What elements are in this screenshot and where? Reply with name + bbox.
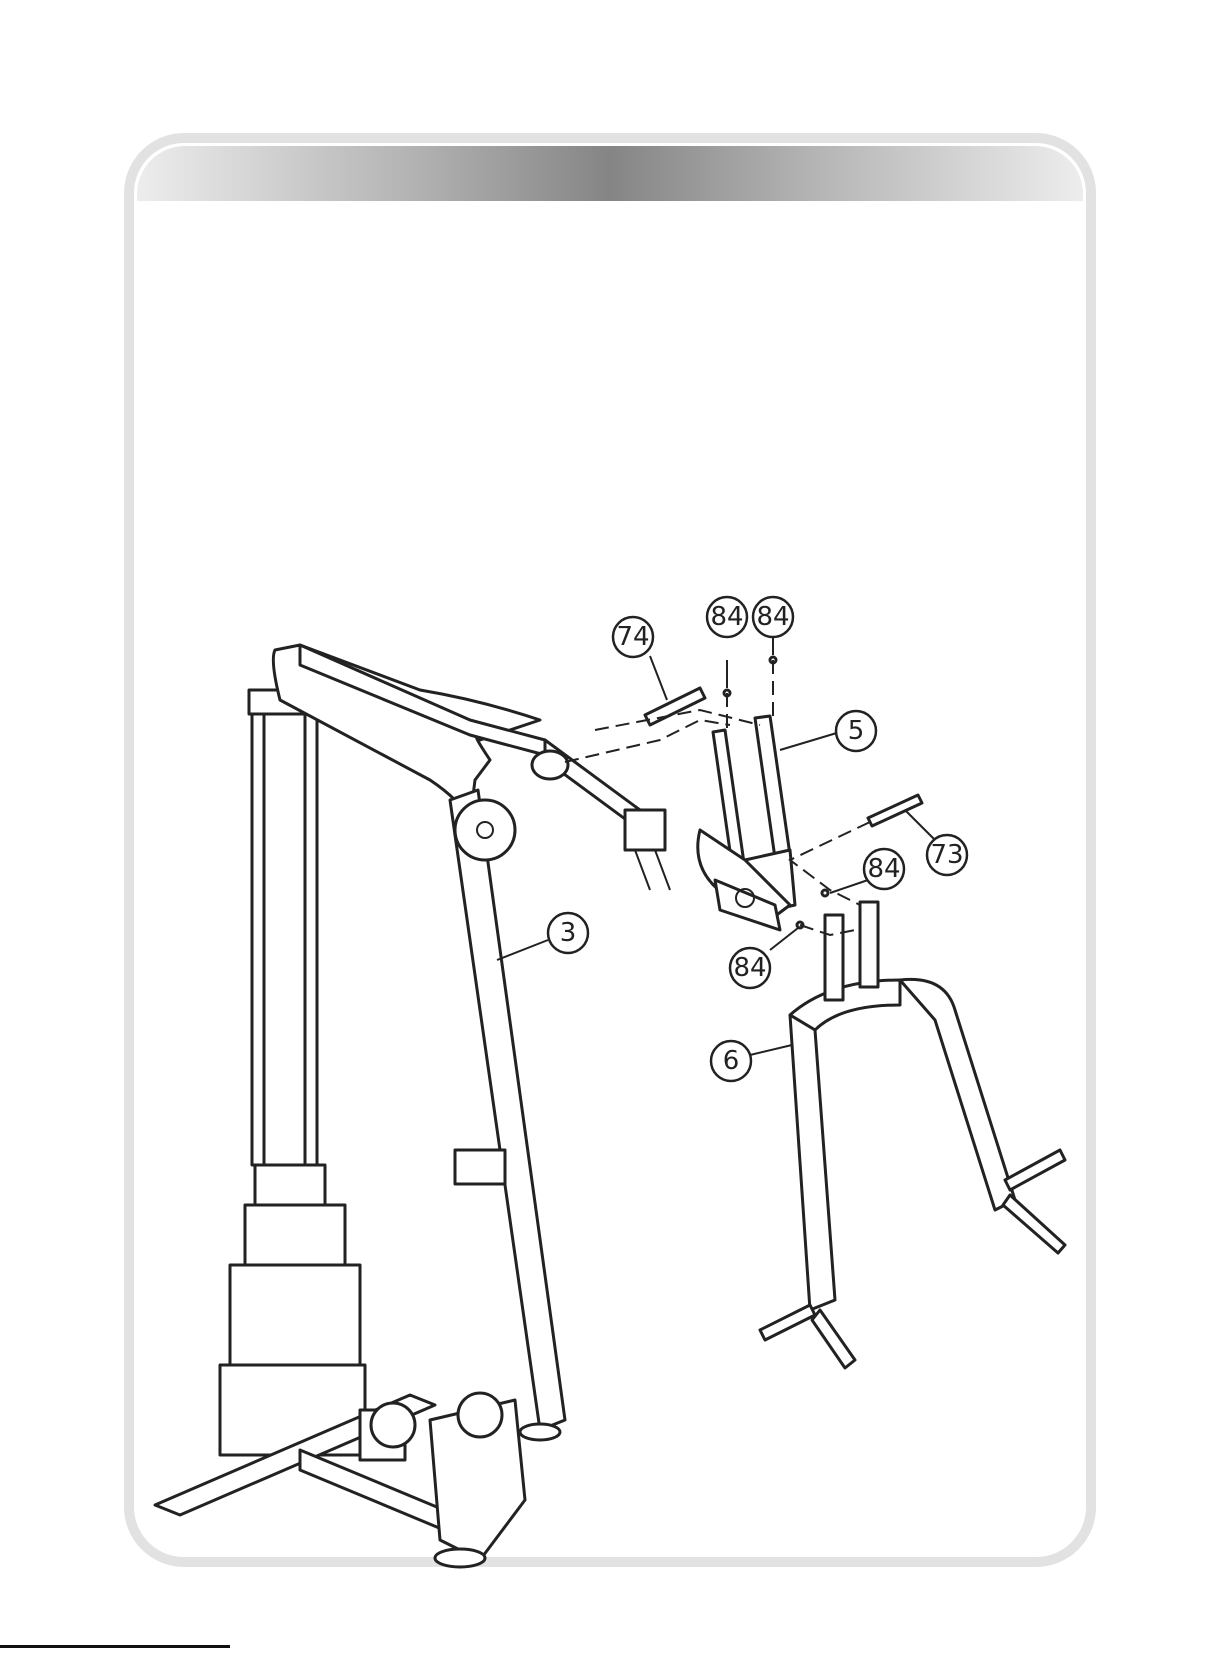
leader-74	[650, 656, 667, 700]
frame-6-right-leg	[900, 979, 1015, 1210]
callout-6: 6	[711, 1041, 751, 1081]
callout-84a-label: 84	[710, 602, 743, 632]
frame-6-top-bar	[790, 980, 900, 1030]
callout-73: 73	[927, 835, 967, 875]
post-bracket	[455, 1150, 505, 1184]
callout-84-top-left: 84	[707, 597, 747, 637]
plate-foot	[435, 1549, 485, 1567]
bracket-arm-right	[755, 716, 790, 858]
leader-3	[497, 940, 548, 960]
screw-84c	[822, 890, 828, 896]
weight-stack-upper	[245, 1205, 345, 1265]
leader-84d	[770, 928, 798, 950]
callout-84b-label: 84	[756, 602, 789, 632]
guide-rod-right	[305, 705, 317, 1165]
frame-6-right-foot	[1005, 1150, 1065, 1190]
upright-post	[450, 790, 565, 1430]
pin-74-shape	[645, 688, 705, 725]
callout-84-top-right: 84	[753, 597, 793, 637]
pivot-tube	[532, 751, 568, 779]
callout-74-label: 74	[616, 622, 649, 652]
weight-stack-middle	[230, 1265, 360, 1365]
leader-6	[750, 1045, 792, 1055]
pin-74	[645, 656, 705, 725]
arm-handle	[635, 850, 670, 890]
callout-3-label: 3	[560, 918, 577, 948]
post-foot	[520, 1424, 560, 1440]
frame-6-left-leg	[790, 1015, 835, 1310]
frame-6-upright-right	[860, 902, 878, 987]
callout-84-lower: 84	[730, 948, 770, 988]
top-pulley	[455, 800, 515, 860]
callout-84-right: 84	[864, 849, 904, 889]
frame-6-upright-left	[825, 915, 843, 1000]
leader-84c	[830, 880, 868, 893]
callout-3: 3	[548, 913, 588, 953]
bottom-pulley-right	[458, 1393, 502, 1437]
callout-5: 5	[836, 711, 876, 751]
guide-rod-left	[252, 705, 264, 1165]
callout-73-label: 73	[930, 840, 963, 870]
callout-5-label: 5	[848, 716, 865, 746]
pin-73	[868, 795, 935, 840]
callout-6-label: 6	[723, 1046, 740, 1076]
pivot-bracket-5	[698, 716, 840, 930]
bottom-pulley-left	[371, 1403, 415, 1447]
callout-74: 74	[613, 617, 653, 657]
leader-5	[780, 732, 840, 750]
callout-84c-label: 84	[867, 854, 900, 884]
frame-6-right-foot-2	[1003, 1195, 1065, 1253]
frame-6-left-foot	[760, 1305, 815, 1340]
weight-selector-top	[255, 1165, 325, 1205]
main-frame	[155, 645, 670, 1567]
footer-rule	[0, 1645, 230, 1648]
dash-pin74-a	[565, 720, 730, 762]
arm-clamp	[625, 810, 665, 850]
callout-84d-label: 84	[733, 953, 766, 983]
frame-6-left-foot-2	[812, 1310, 855, 1368]
leader-73	[905, 810, 935, 840]
frame-6	[750, 902, 1065, 1368]
pin-73-shape	[868, 795, 922, 826]
